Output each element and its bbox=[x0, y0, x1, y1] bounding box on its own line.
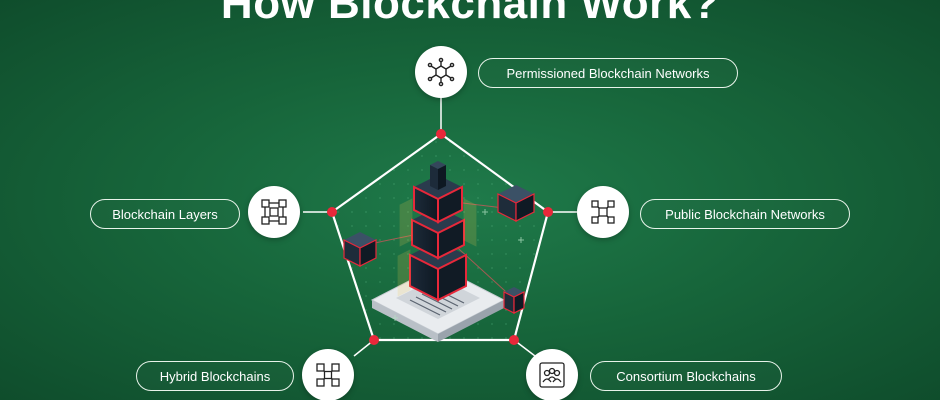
network-nodes-icon bbox=[427, 57, 455, 87]
glow-panels bbox=[397, 198, 477, 297]
hybrid-label: Hybrid Blockchains bbox=[136, 361, 294, 391]
sparkles bbox=[392, 209, 524, 321]
vertex-dot-right bbox=[543, 207, 553, 217]
consortium-label: Consortium Blockchains bbox=[590, 361, 782, 391]
floating-cube-left bbox=[343, 232, 377, 267]
public-network-label: Public Blockchain Networks bbox=[640, 199, 850, 229]
vertex-dot-left bbox=[327, 207, 337, 217]
blockchain-layers-label: Blockchain Layers bbox=[90, 199, 240, 229]
page-title: How Blockchain Work? bbox=[220, 0, 720, 28]
blockchain-layers-badge bbox=[248, 186, 300, 238]
group-users-icon bbox=[539, 362, 565, 388]
vertex-dot-bottom-right bbox=[509, 335, 519, 345]
hybrid-badge bbox=[302, 349, 354, 400]
layered-blocks-icon bbox=[261, 199, 287, 225]
permissioned-network-label: Permissioned Blockchain Networks bbox=[478, 58, 738, 88]
tower-block-top bbox=[430, 161, 446, 190]
permissioned-network-badge bbox=[415, 46, 467, 98]
consortium-badge bbox=[526, 349, 578, 400]
public-network-badge bbox=[577, 186, 629, 238]
floating-cube-bottom-right bbox=[503, 287, 525, 314]
vertex-dot-top bbox=[436, 129, 446, 139]
hybrid-blocks-icon bbox=[316, 363, 340, 387]
linked-cubes-icon bbox=[591, 200, 615, 224]
floating-cube-right bbox=[497, 185, 535, 222]
vertex-dot-bottom-left bbox=[369, 335, 379, 345]
